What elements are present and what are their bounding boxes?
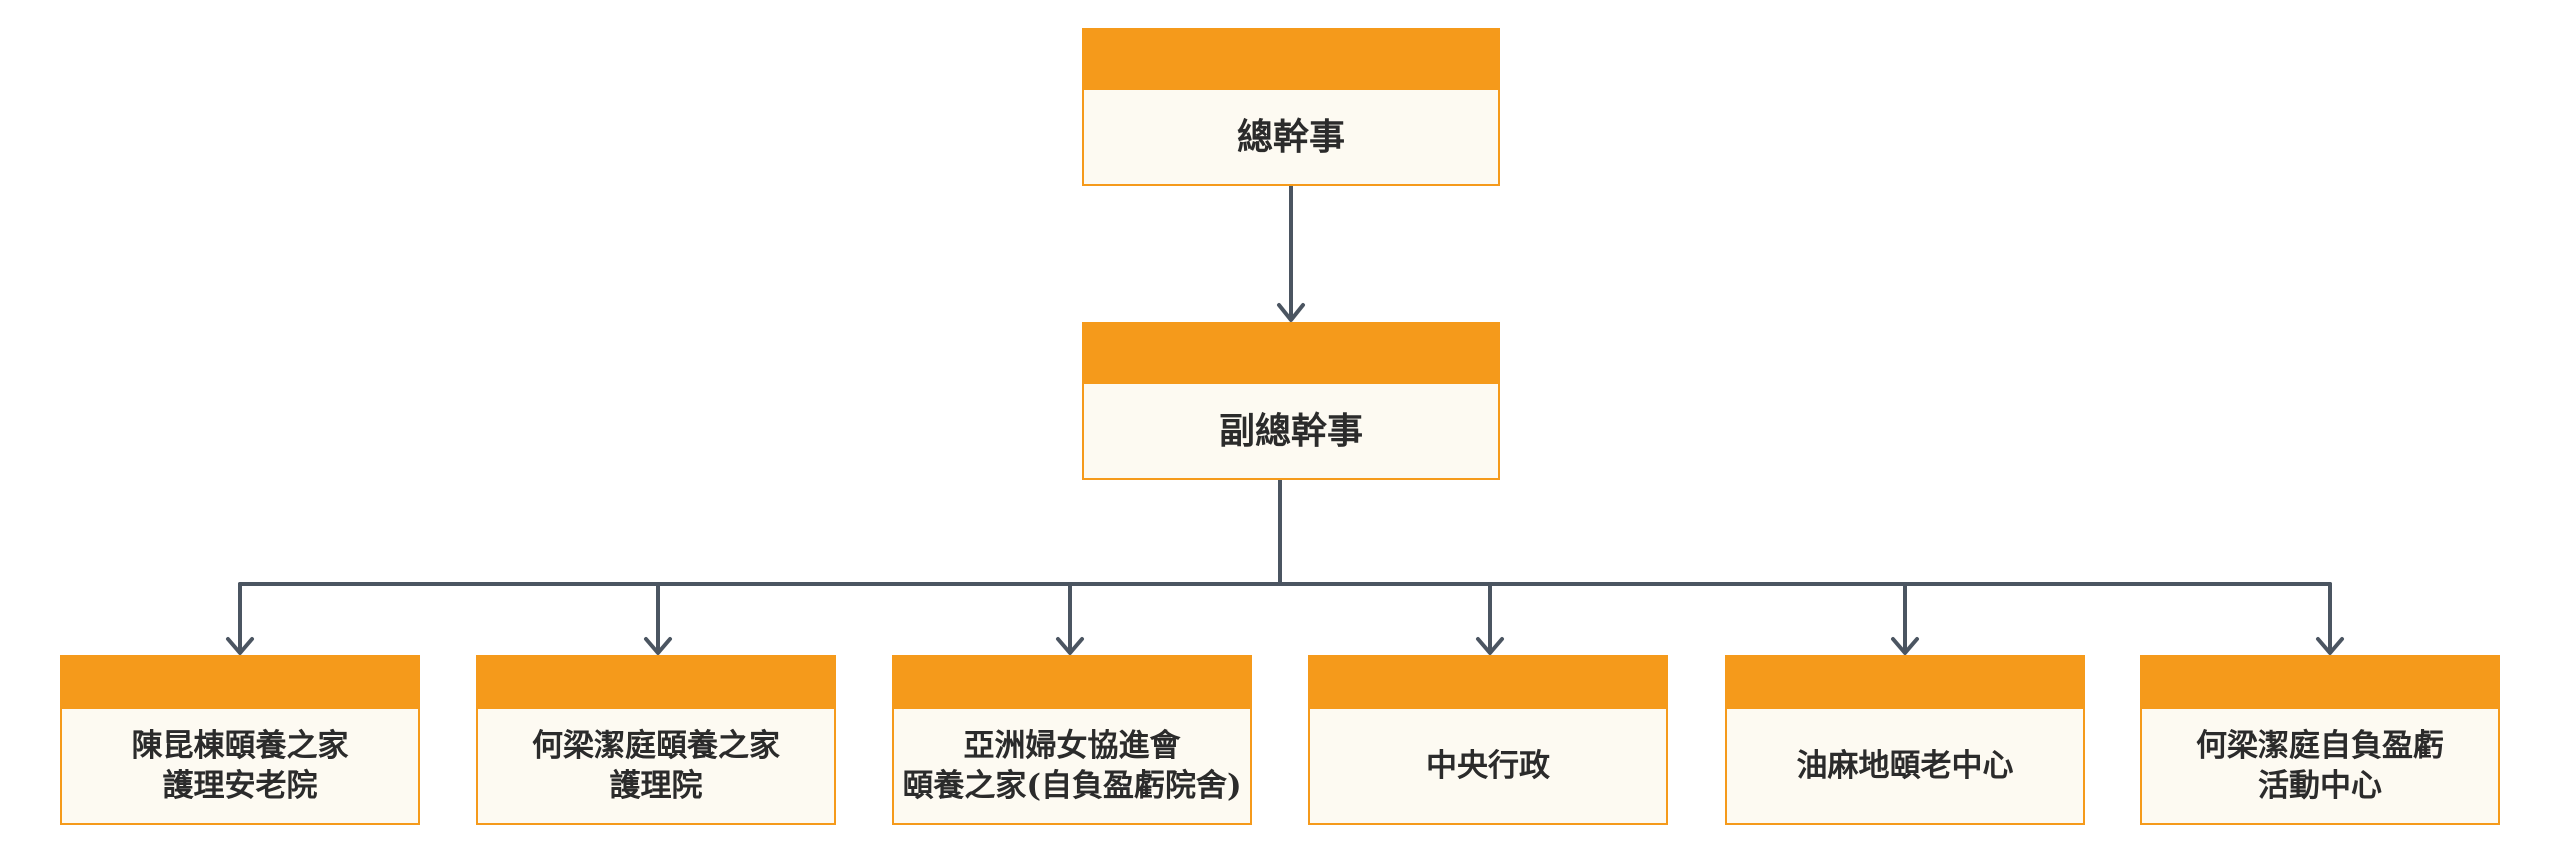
unit-title-line-1: 何梁潔庭頤養之家: [532, 727, 780, 764]
arrowhead-unit-6: [2316, 637, 2344, 655]
arrowhead-unit-4: [1476, 637, 1504, 655]
box-header-band: [1727, 657, 2083, 709]
unit-box-chan-kwan-tung: 陳昆棟頤養之家 護理安老院: [60, 655, 420, 825]
unit-box-yau-ma-tei-centre: 油麻地頤老中心: [1725, 655, 2085, 825]
box-label: 亞洲婦女協進會 頤養之家(自負盈虧院舍): [894, 709, 1250, 823]
arrowhead-unit-2: [644, 637, 672, 655]
unit-box-ho-leung-kit-ting: 何梁潔庭頤養之家 護理院: [476, 655, 836, 825]
arrowhead-unit-1: [226, 637, 254, 655]
general-manager-box: 總幹事: [1082, 28, 1500, 186]
unit-title-line-2: 活動中心: [2258, 768, 2382, 804]
box-header-band: [2142, 657, 2498, 709]
unit-title-line-2: 護理安老院: [162, 768, 318, 804]
box-label: 油麻地頤老中心: [1727, 709, 2083, 823]
unit-title-line-1: 何梁潔庭自負盈虧: [2196, 727, 2444, 764]
unit-title-line-2: 護理院: [609, 768, 703, 804]
box-header-band: [1084, 30, 1498, 90]
box-label: 總幹事: [1084, 90, 1498, 184]
general-manager-title: 總幹事: [1236, 115, 1345, 158]
arrowhead-unit-3: [1056, 637, 1084, 655]
box-header-band: [1310, 657, 1666, 709]
box-label: 中央行政: [1310, 709, 1666, 823]
deputy-general-manager-title: 副總幹事: [1218, 409, 1363, 452]
unit-box-asian-women: 亞洲婦女協進會 頤養之家(自負盈虧院舍): [892, 655, 1252, 825]
unit-box-central-administration: 中央行政: [1308, 655, 1668, 825]
unit-title-line-2: 頤養之家(自負盈虧院舍): [902, 768, 1242, 804]
box-label: 何梁潔庭自負盈虧 活動中心: [2142, 709, 2498, 823]
box-label: 副總幹事: [1084, 384, 1498, 478]
arrowhead-unit-5: [1891, 637, 1919, 655]
box-label: 陳昆棟頤養之家 護理安老院: [62, 709, 418, 823]
unit-title-line-1: 中央行政: [1426, 747, 1550, 784]
arrowhead-gm-to-dgm: [1277, 303, 1305, 322]
unit-box-activity-centre: 何梁潔庭自負盈虧 活動中心: [2140, 655, 2500, 825]
box-label: 何梁潔庭頤養之家 護理院: [478, 709, 834, 823]
box-header-band: [1084, 324, 1498, 384]
unit-title-line-1: 油麻地頤老中心: [1796, 747, 2014, 784]
box-header-band: [478, 657, 834, 709]
deputy-general-manager-box: 副總幹事: [1082, 322, 1500, 480]
unit-title-line-1: 亞洲婦女協進會: [963, 727, 1181, 764]
box-header-band: [62, 657, 418, 709]
box-header-band: [894, 657, 1250, 709]
unit-title-line-1: 陳昆棟頤養之家: [131, 727, 349, 764]
